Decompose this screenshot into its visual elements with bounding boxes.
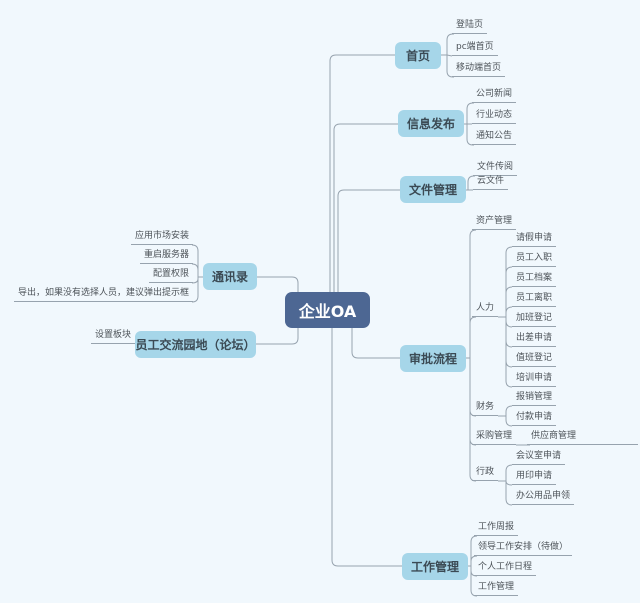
leaf-seal-request[interactable]: 用印申请	[512, 470, 557, 485]
leaf-duty-register[interactable]: 值班登记	[512, 352, 557, 367]
leaf-onboarding[interactable]: 员工入职	[512, 252, 557, 267]
leaf-file-circulation[interactable]: 文件传阅	[473, 161, 518, 176]
leaf-export-prompt[interactable]: 导出，如果没有选择人员，建议弹出提示框	[13, 287, 193, 302]
leaf-personal-schedule[interactable]: 个人工作日程	[474, 561, 537, 576]
leaf-weekly-report[interactable]: 工作周报	[474, 521, 519, 536]
leaf-company-news[interactable]: 公司新闻	[472, 88, 517, 103]
label-asset-mgmt[interactable]: 资产管理	[472, 215, 517, 230]
leaf-resignation[interactable]: 员工离职	[512, 292, 557, 307]
node-forum[interactable]: 员工交流园地（论坛）	[135, 331, 256, 358]
leaf-leader-task-arrangement[interactable]: 领导工作安排（待做）	[474, 541, 573, 556]
label-finance[interactable]: 财务	[472, 401, 499, 416]
node-contacts[interactable]: 通讯录	[203, 263, 257, 290]
node-approval-flow[interactable]: 审批流程	[400, 345, 466, 372]
leaf-industry-news[interactable]: 行业动态	[472, 109, 517, 124]
node-file-mgmt[interactable]: 文件管理	[400, 176, 466, 203]
leaf-mobile-home[interactable]: 移动端首页	[452, 62, 506, 77]
leaf-leave-request[interactable]: 请假申请	[512, 232, 557, 247]
leaf-training-request[interactable]: 培训申请	[512, 372, 557, 387]
leaf-meeting-room-request[interactable]: 会议室申请	[512, 450, 566, 465]
label-purchasing[interactable]: 采购管理	[472, 430, 517, 445]
label-hr[interactable]: 人力	[472, 302, 499, 317]
leaf-cloud-file[interactable]: 云文件	[473, 175, 509, 190]
node-home[interactable]: 首页	[395, 42, 441, 69]
leaf-reimbursement[interactable]: 报销管理	[512, 391, 557, 406]
label-admin[interactable]: 行政	[472, 466, 499, 481]
leaf-business-trip[interactable]: 出差申请	[512, 332, 557, 347]
leaf-overtime-register[interactable]: 加班登记	[512, 312, 557, 327]
leaf-supplier-mgmt[interactable]: 供应商管理	[527, 430, 638, 445]
leaf-restart-server[interactable]: 重启服务器	[139, 249, 193, 264]
leaf-work-mgmt-item[interactable]: 工作管理	[474, 581, 519, 596]
node-info-publish[interactable]: 信息发布	[398, 110, 464, 137]
leaf-payment-request[interactable]: 付款申请	[512, 411, 557, 426]
leaf-config-permissions[interactable]: 配置权限	[148, 268, 193, 283]
leaf-pc-home[interactable]: pc端首页	[452, 41, 498, 56]
leaf-login-page[interactable]: 登陆页	[452, 19, 488, 34]
leaf-app-market-install[interactable]: 应用市场安装	[130, 230, 193, 245]
leaf-employee-file[interactable]: 员工档案	[512, 272, 557, 287]
leaf-board-setting[interactable]: 设置板块	[90, 329, 135, 344]
leaf-notice[interactable]: 通知公告	[472, 130, 517, 145]
leaf-office-supplies-request[interactable]: 办公用品申领	[512, 490, 575, 505]
node-root[interactable]: 企业OA	[285, 292, 370, 328]
node-work-mgmt[interactable]: 工作管理	[402, 553, 468, 580]
